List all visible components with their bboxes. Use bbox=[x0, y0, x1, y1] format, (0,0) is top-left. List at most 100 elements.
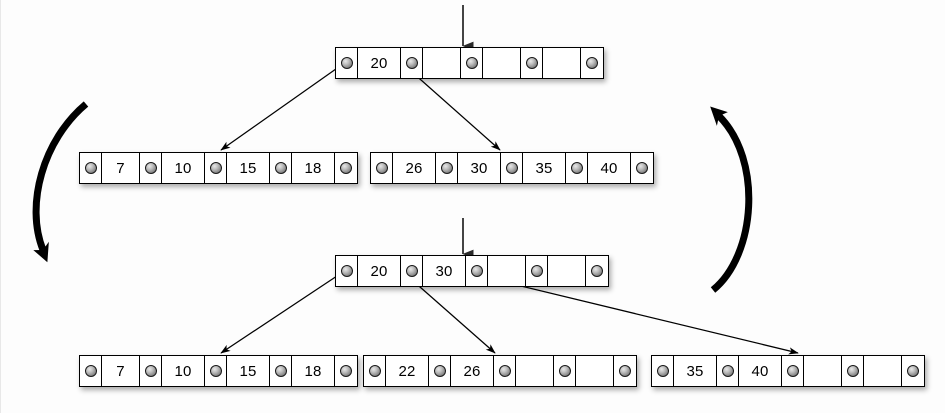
key-cell: 10 bbox=[162, 356, 205, 386]
pointer-dot-icon bbox=[84, 162, 97, 174]
pointer-dot-icon bbox=[530, 265, 543, 277]
key-cell: 7 bbox=[102, 153, 140, 183]
empty-key-cell bbox=[576, 356, 614, 386]
key-cell: 18 bbox=[292, 356, 335, 386]
child-pointer-cell[interactable] bbox=[429, 356, 451, 386]
child-pointer-cell[interactable] bbox=[521, 48, 543, 78]
child-pointer-cell[interactable] bbox=[205, 153, 227, 183]
pointer-dot-icon bbox=[375, 162, 388, 174]
pointer-dot-icon bbox=[591, 265, 603, 277]
child-pointer-cell[interactable] bbox=[466, 256, 488, 286]
pointer-dot-icon bbox=[274, 365, 287, 377]
pointer-dot-icon bbox=[340, 365, 352, 377]
pointer-dot-icon bbox=[405, 265, 418, 277]
leaf-node-before-right[interactable]: 26 30 35 40 bbox=[370, 152, 654, 184]
child-pointer-cell[interactable] bbox=[335, 153, 357, 183]
child-pointer-cell[interactable] bbox=[371, 153, 393, 183]
pointer-dot-icon bbox=[786, 365, 799, 377]
child-pointer-cell[interactable] bbox=[902, 356, 924, 386]
pointer-dot-icon bbox=[144, 365, 157, 377]
leaf-node-after-middle[interactable]: 22 26 bbox=[363, 355, 637, 387]
key-cell: 40 bbox=[588, 153, 631, 183]
key-cell: 18 bbox=[292, 153, 335, 183]
child-pointer-cell[interactable] bbox=[80, 356, 102, 386]
key-cell: 26 bbox=[451, 356, 494, 386]
pointer-dot-icon bbox=[656, 365, 669, 377]
key-cell: 10 bbox=[162, 153, 205, 183]
pointer-dot-icon bbox=[209, 162, 222, 174]
pointer-dot-icon bbox=[505, 162, 518, 174]
empty-key-cell bbox=[516, 356, 554, 386]
child-pointer-cell[interactable] bbox=[270, 356, 292, 386]
child-pointer-cell[interactable] bbox=[336, 256, 358, 286]
key-cell: 20 bbox=[358, 48, 401, 78]
child-pointer-cell[interactable] bbox=[436, 153, 458, 183]
pointer-dot-icon bbox=[368, 365, 381, 377]
pointer-dot-icon bbox=[636, 162, 648, 174]
pointer-dot-icon bbox=[440, 162, 453, 174]
child-pointer-cell[interactable] bbox=[80, 153, 102, 183]
key-cell: 30 bbox=[423, 256, 466, 286]
child-pointer-cell[interactable] bbox=[140, 356, 162, 386]
pointer-dot-icon bbox=[721, 365, 734, 377]
child-pointer-cell[interactable] bbox=[717, 356, 739, 386]
empty-key-cell bbox=[548, 256, 586, 286]
pointer-dot-icon bbox=[340, 57, 353, 69]
pointer-dot-icon bbox=[558, 365, 571, 377]
pointer-dot-icon bbox=[619, 365, 631, 377]
key-cell: 15 bbox=[227, 356, 270, 386]
pointer-dot-icon bbox=[209, 365, 222, 377]
child-pointer-cell[interactable] bbox=[566, 153, 588, 183]
pointer-dot-icon bbox=[340, 162, 352, 174]
child-pointer-cell[interactable] bbox=[614, 356, 636, 386]
child-pointer-cell[interactable] bbox=[401, 48, 423, 78]
child-pointer-cell[interactable] bbox=[270, 153, 292, 183]
child-pointer-cell[interactable] bbox=[554, 356, 576, 386]
pointer-dot-icon bbox=[846, 365, 859, 377]
child-pointer-cell[interactable] bbox=[842, 356, 864, 386]
pointer-dot-icon bbox=[498, 365, 511, 377]
child-pointer-cell[interactable] bbox=[335, 356, 357, 386]
child-pointer-cell[interactable] bbox=[205, 356, 227, 386]
child-pointer-cell[interactable] bbox=[401, 256, 423, 286]
child-pointer-cell[interactable] bbox=[581, 48, 603, 78]
child-pointer-cell[interactable] bbox=[586, 256, 608, 286]
pointer-dot-icon bbox=[274, 162, 287, 174]
empty-key-cell bbox=[864, 356, 902, 386]
key-cell: 35 bbox=[523, 153, 566, 183]
key-cell: 26 bbox=[393, 153, 436, 183]
child-pointer-cell[interactable] bbox=[526, 256, 548, 286]
pointer-dot-icon bbox=[525, 57, 538, 69]
child-pointer-cell[interactable] bbox=[140, 153, 162, 183]
key-cell: 15 bbox=[227, 153, 270, 183]
child-pointer-cell[interactable] bbox=[782, 356, 804, 386]
leaf-node-before-left[interactable]: 7 10 15 18 bbox=[79, 152, 358, 184]
key-cell: 20 bbox=[358, 256, 401, 286]
empty-key-cell bbox=[483, 48, 521, 78]
empty-key-cell bbox=[488, 256, 526, 286]
connector-root-after-to-left-leaf bbox=[220, 271, 344, 354]
empty-key-cell bbox=[804, 356, 842, 386]
key-cell: 7 bbox=[102, 356, 140, 386]
root-node-before-split[interactable]: 20 bbox=[335, 47, 604, 79]
pointer-dot-icon bbox=[340, 265, 353, 277]
pointer-dot-icon bbox=[570, 162, 583, 174]
child-pointer-cell[interactable] bbox=[494, 356, 516, 386]
empty-key-cell bbox=[423, 48, 461, 78]
child-pointer-cell[interactable] bbox=[501, 153, 523, 183]
child-pointer-cell[interactable] bbox=[631, 153, 653, 183]
key-cell: 30 bbox=[458, 153, 501, 183]
pointer-dot-icon bbox=[84, 365, 97, 377]
leaf-node-after-left[interactable]: 7 10 15 18 bbox=[79, 355, 358, 387]
child-pointer-cell[interactable] bbox=[364, 356, 386, 386]
flow-arrow-right-up bbox=[710, 106, 753, 293]
key-cell: 22 bbox=[386, 356, 429, 386]
child-pointer-cell[interactable] bbox=[461, 48, 483, 78]
child-pointer-cell[interactable] bbox=[336, 48, 358, 78]
child-pointer-cell[interactable] bbox=[652, 356, 674, 386]
pointer-dot-icon bbox=[433, 365, 446, 377]
key-cell: 35 bbox=[674, 356, 717, 386]
